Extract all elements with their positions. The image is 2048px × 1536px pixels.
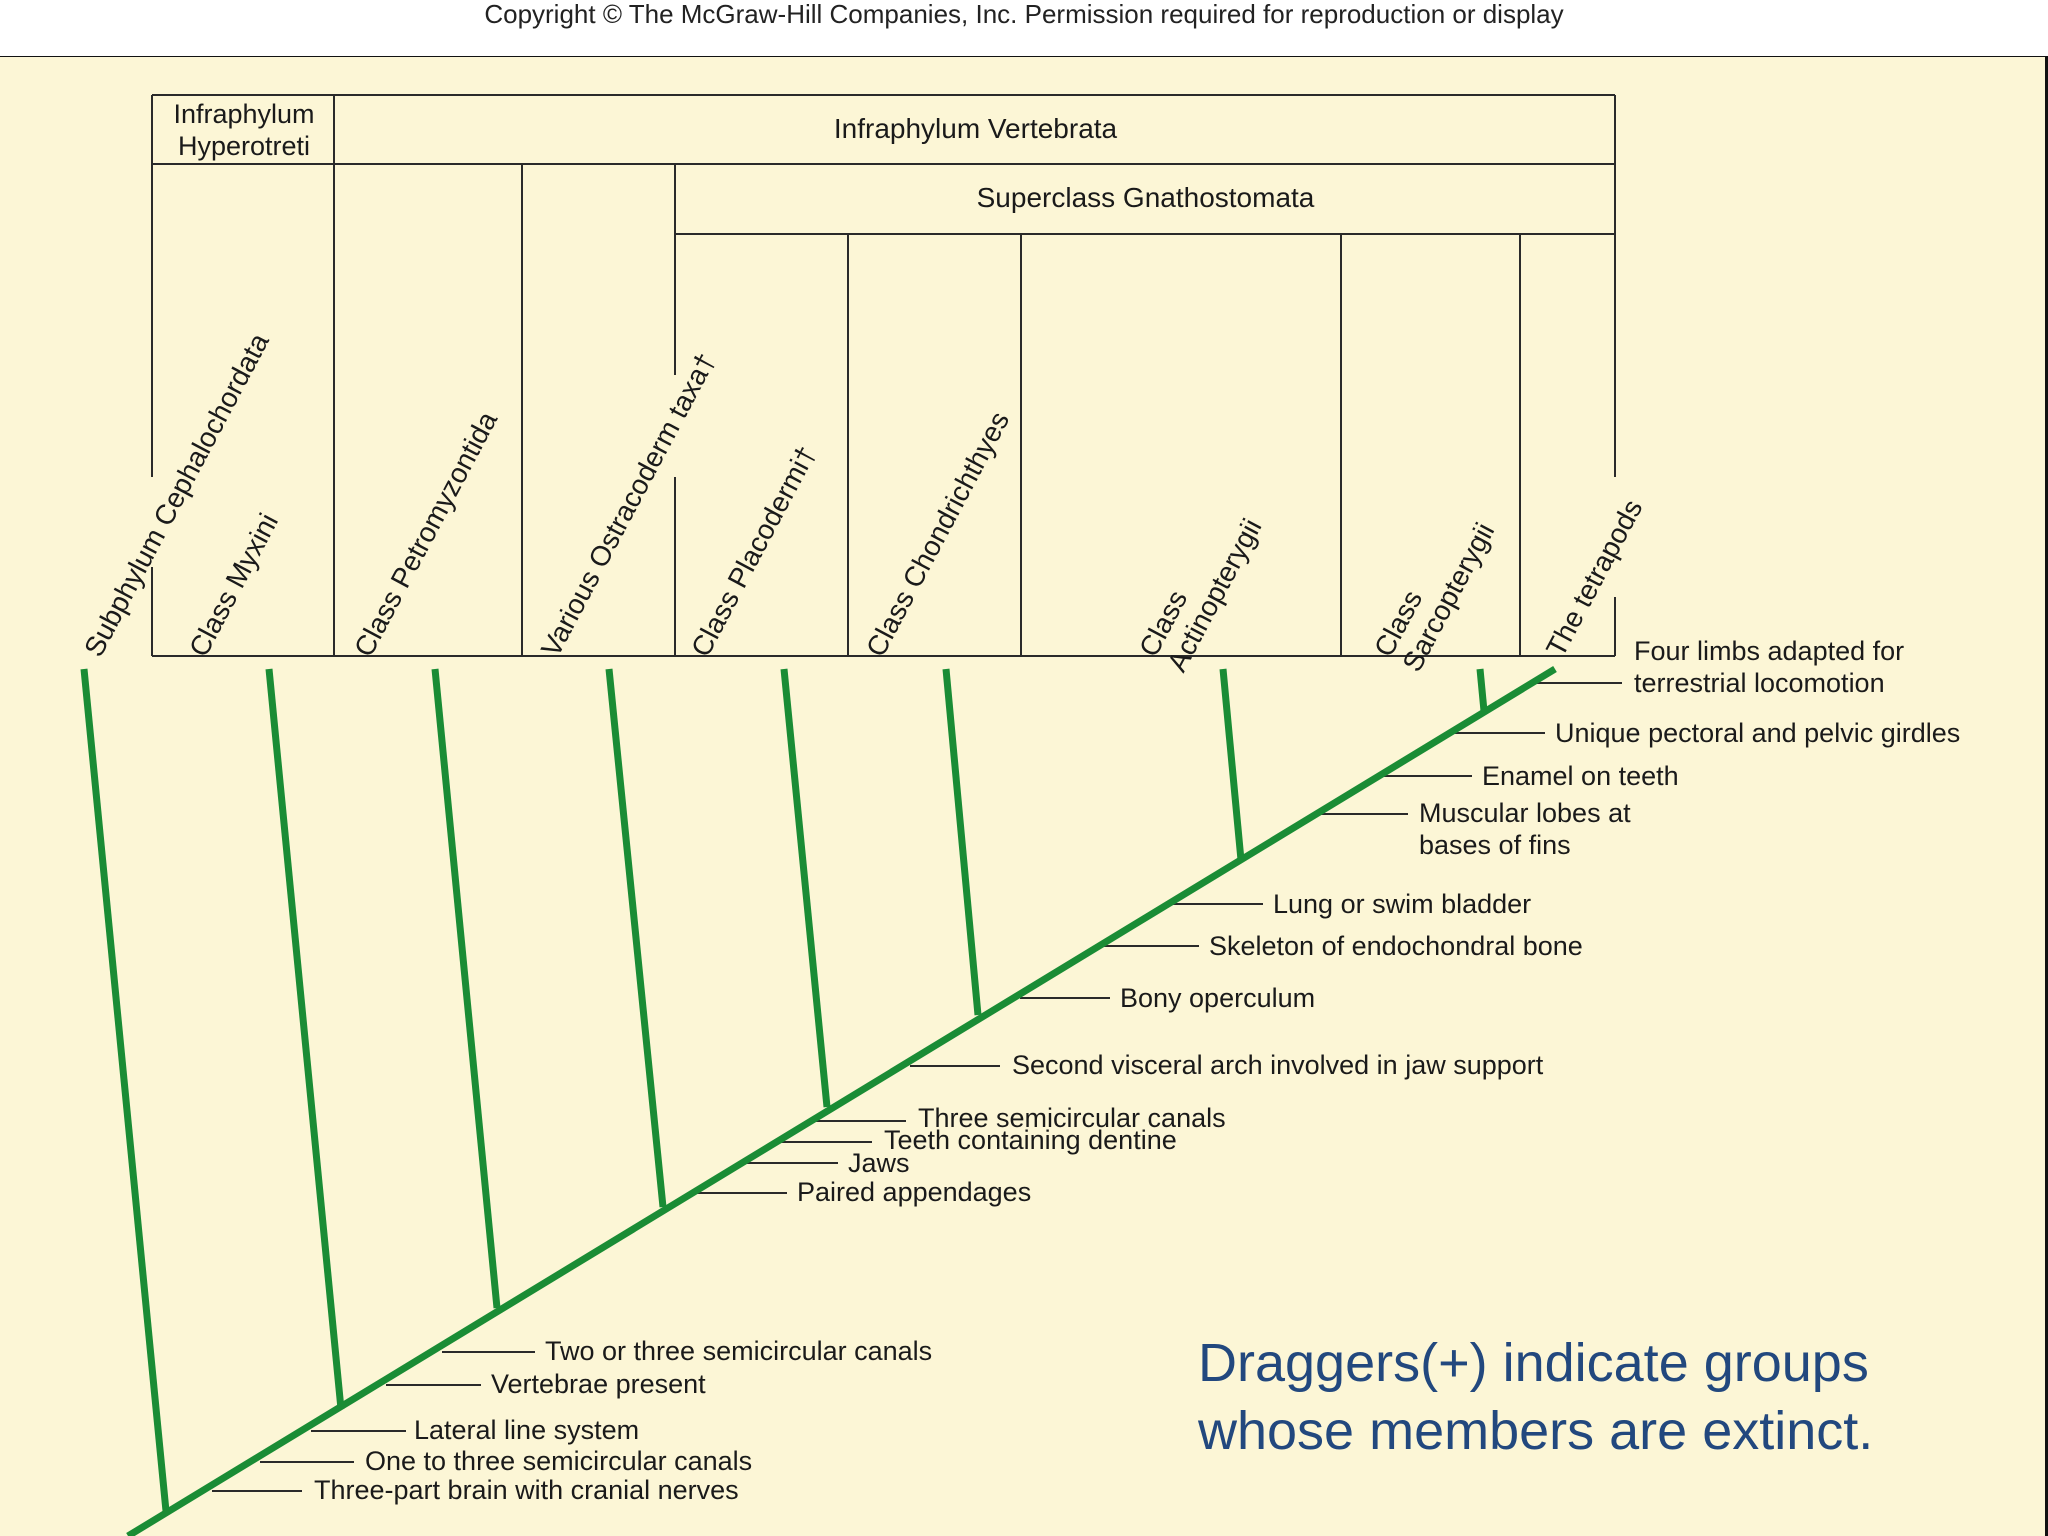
- cladogram-svg: [80, 94, 1622, 1536]
- character-label: Enamel on teeth: [1482, 761, 1679, 791]
- header-gnathostomata: Superclass Gnathostomata: [976, 182, 1315, 213]
- character-label: Teeth containing dentine: [884, 1125, 1177, 1155]
- copyright-notice: Copyright © The McGraw-Hill Companies, I…: [0, 0, 2048, 59]
- branch-placodermi: [780, 668, 831, 1108]
- extinct-groups-note: Draggers(+) indicate groups whose member…: [1198, 1333, 1874, 1461]
- branch-sarcopterygii: [1476, 668, 1488, 712]
- character-label: Unique pectoral and pelvic girdles: [1555, 718, 1961, 748]
- character-label: Three semicircular canals: [918, 1103, 1226, 1133]
- header-vertebrata: Infraphylum Vertebrata: [833, 113, 1118, 144]
- character-ticks: [212, 682, 1622, 1492]
- branch-ostracoderms: [605, 668, 667, 1208]
- character-label: Lung or swim bladder: [1273, 889, 1532, 919]
- character-label: Muscular lobes at bases of fins: [1419, 798, 1631, 860]
- character-label: Three-part brain with cranial nerves: [314, 1475, 739, 1505]
- branch-chondrichthyes: [942, 668, 982, 1016]
- header-hyperotreti: Infraphylum Hyperotreti: [173, 99, 315, 161]
- character-label: Lateral line system: [414, 1415, 640, 1445]
- branch-myxini: [265, 668, 345, 1410]
- classification-grid: [151, 94, 1616, 657]
- main-trunk: [126, 666, 1557, 1536]
- character-label: Jaws: [848, 1148, 910, 1178]
- character-label: Two or three semicircular canals: [545, 1336, 933, 1366]
- branch-petromyzontida: [431, 668, 501, 1309]
- character-label: Paired appendages: [797, 1177, 1032, 1207]
- cladogram-branches: [80, 666, 1557, 1536]
- character-label: Second visceral arch involved in jaw sup…: [1012, 1050, 1544, 1080]
- character-label: Bony operculum: [1120, 983, 1316, 1013]
- character-label: Skeleton of endochondral bone: [1209, 931, 1583, 961]
- branch-actinopterygii: [1219, 668, 1245, 861]
- character-label: Four limbs adapted for terrestrial locom…: [1634, 636, 1905, 698]
- branch-cephalochordata: [80, 668, 170, 1512]
- cladogram-panel: Infraphylum Hyperotreti Infraphylum Vert…: [0, 57, 2048, 1536]
- character-label: One to three semicircular canals: [365, 1446, 753, 1476]
- character-label: Vertebrae present: [491, 1369, 706, 1399]
